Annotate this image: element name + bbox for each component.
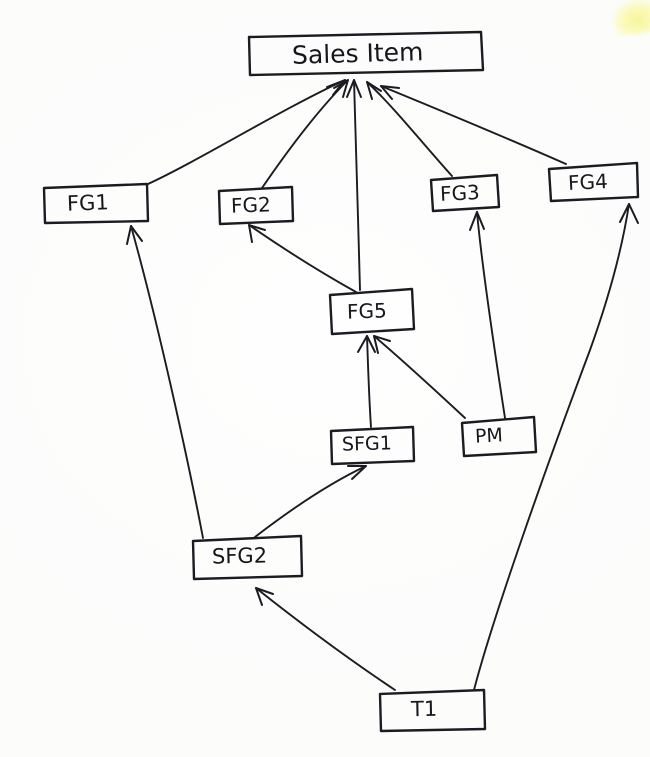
node-box-fg1[interactable] <box>42 182 150 225</box>
edge-fg4-to-sales-item[interactable] <box>380 85 567 165</box>
node-box-sfg1[interactable] <box>329 425 416 466</box>
edge-sfg2-to-sfg1[interactable] <box>254 465 367 538</box>
node-box-sales-item[interactable] <box>247 30 485 77</box>
edge-pm-to-fg3[interactable] <box>469 211 506 419</box>
node-box-sfg2[interactable] <box>191 534 304 581</box>
edge-sfg1-to-fg5[interactable] <box>357 335 376 428</box>
node-box-t1[interactable] <box>378 688 487 733</box>
edge-fg2-to-sales-item[interactable] <box>261 79 349 189</box>
node-box-pm[interactable] <box>460 415 538 458</box>
edge-pm-to-fg5[interactable] <box>373 335 466 419</box>
edge-fg5-to-sales-item[interactable] <box>346 79 362 291</box>
edge-fg5-to-fg2[interactable] <box>248 224 357 293</box>
node-box-fg2[interactable] <box>217 185 295 226</box>
edge-fg3-to-sales-item[interactable] <box>366 81 453 177</box>
edge-t1-to-sfg2[interactable] <box>255 587 396 691</box>
edge-t1-to-fg4[interactable] <box>473 203 639 691</box>
node-box-fg5[interactable] <box>328 287 416 336</box>
node-box-fg3[interactable] <box>429 173 501 213</box>
edge-sfg2-to-fg1[interactable] <box>126 225 204 539</box>
node-box-fg4[interactable] <box>547 161 640 203</box>
